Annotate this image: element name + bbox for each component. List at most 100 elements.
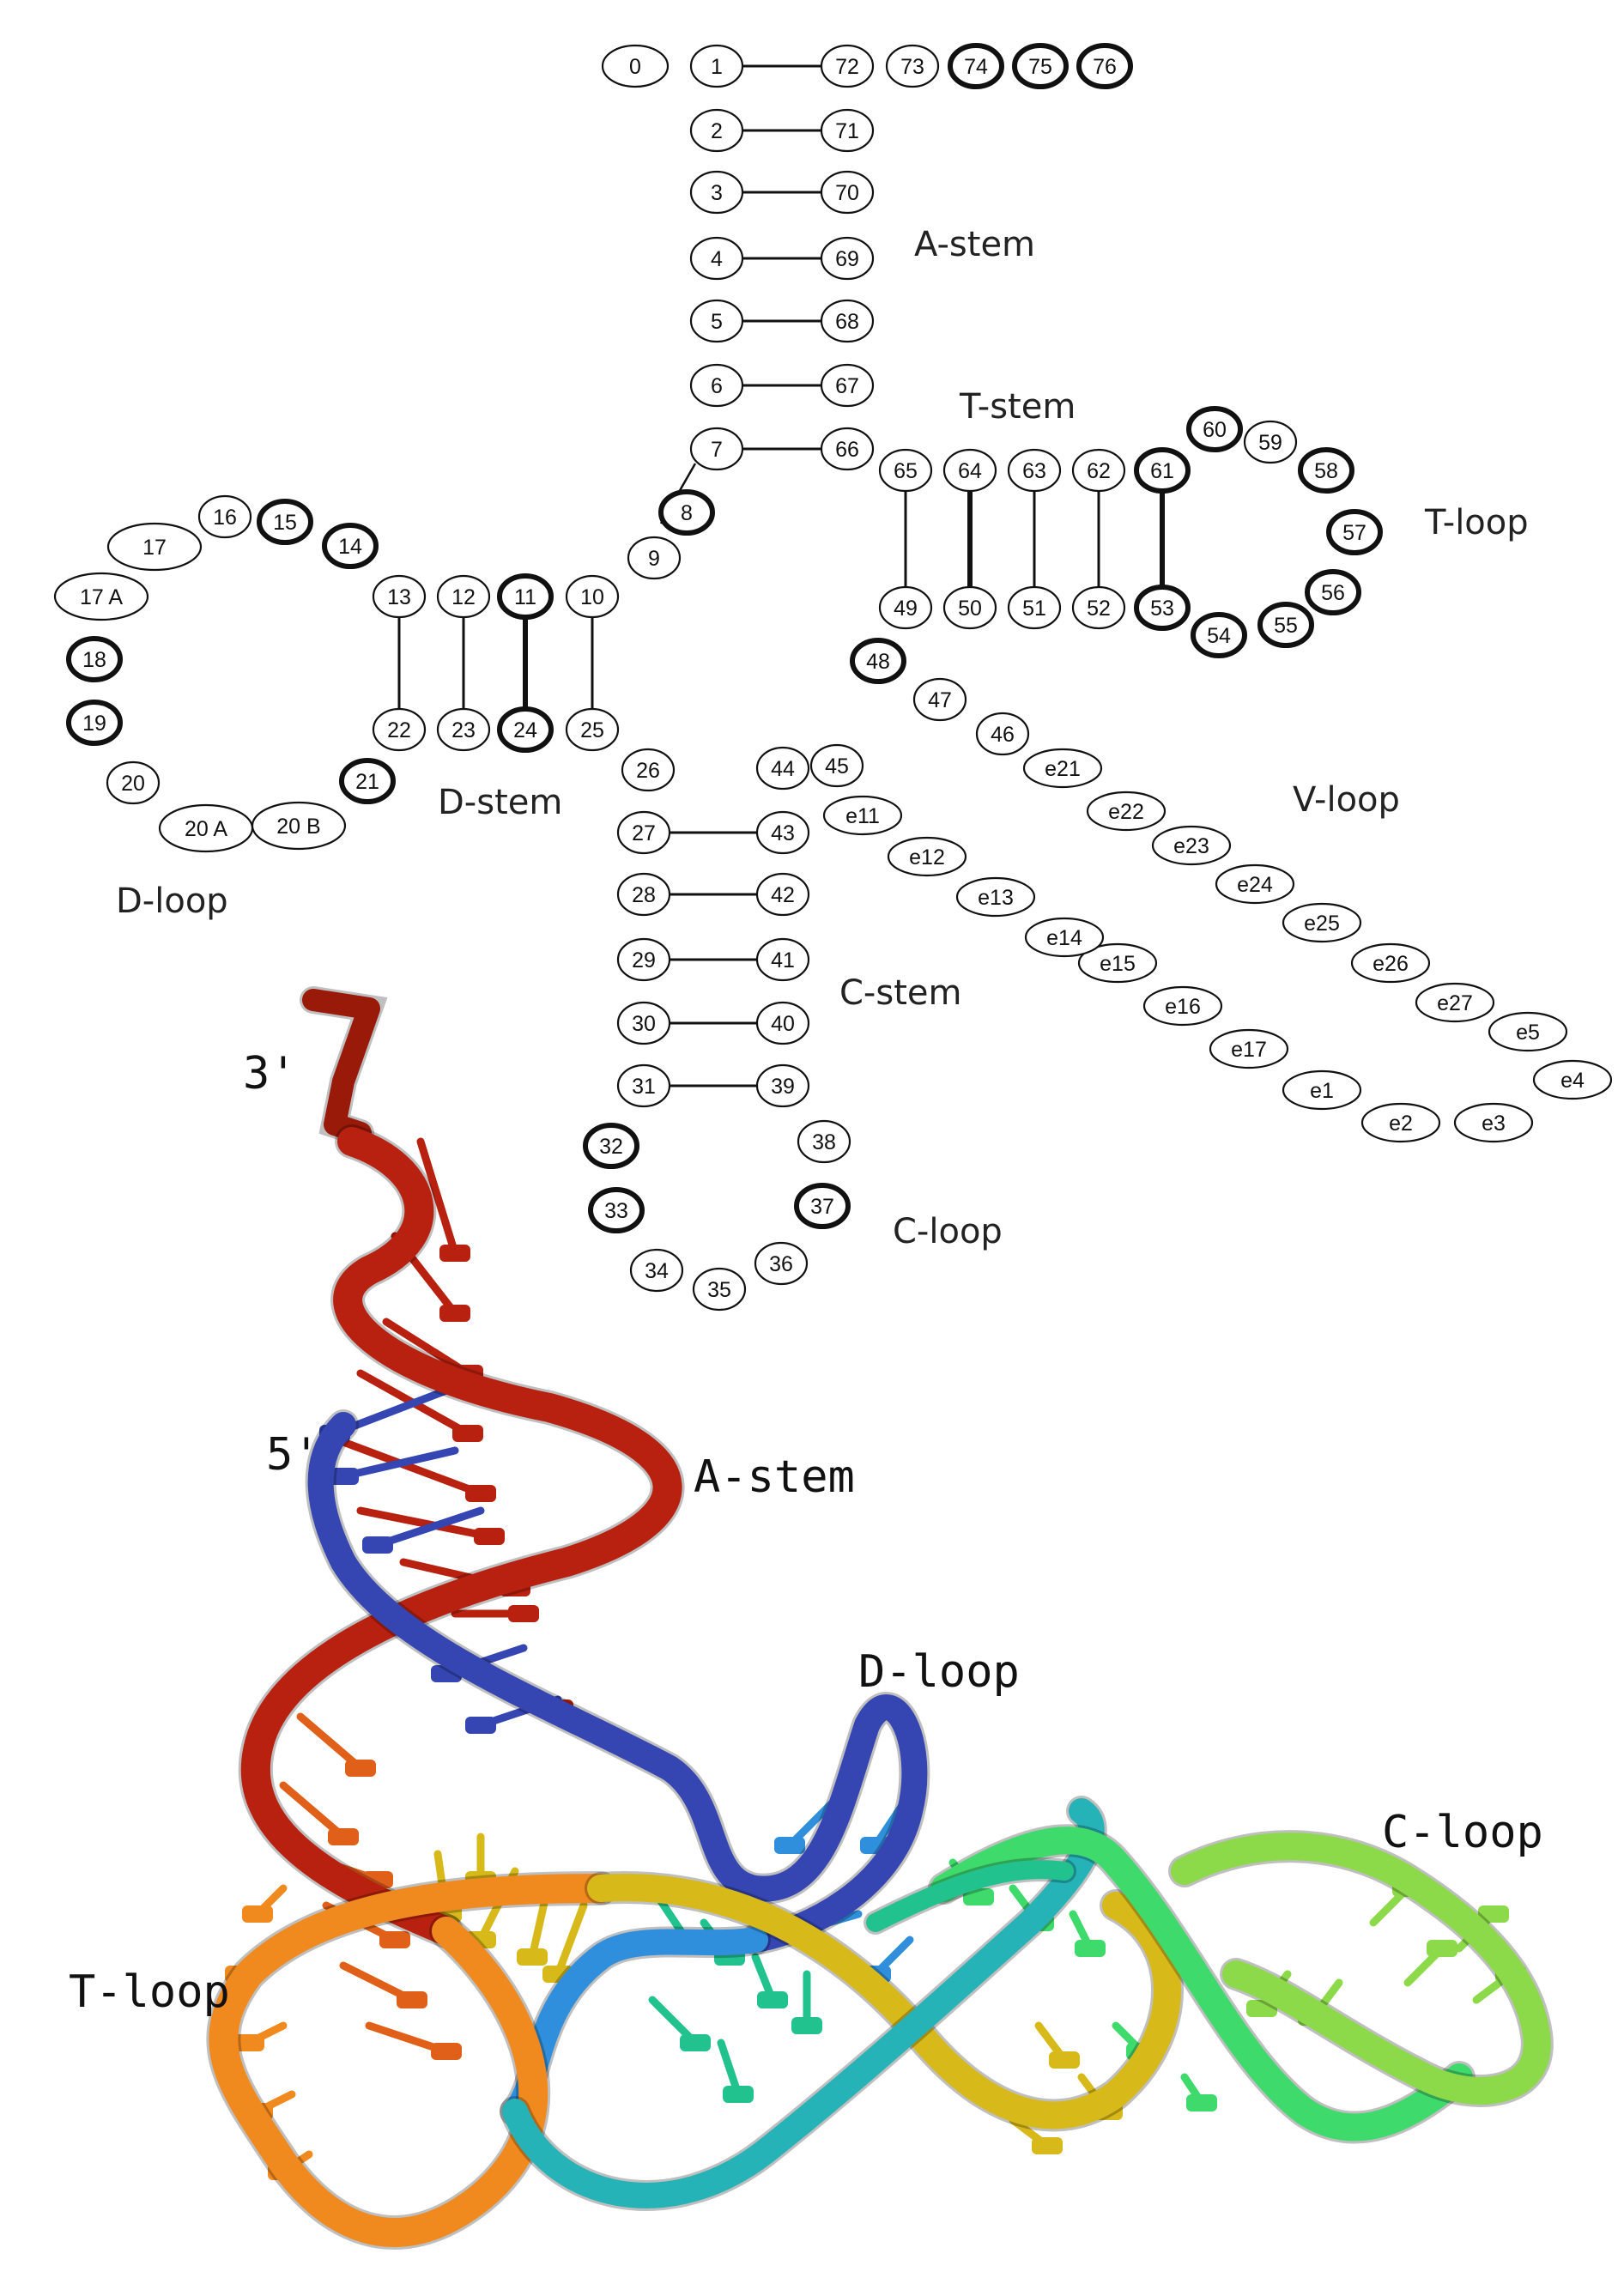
nucleotide-label: 47 (928, 688, 952, 712)
nucleotide-circle (601, 44, 670, 88)
nucleotide-45: 45 (809, 743, 864, 788)
nucleotide-circle (794, 1183, 851, 1229)
nucleotide-label: 69 (835, 247, 859, 271)
nucleotide-circle (1086, 791, 1166, 832)
nucleotide-circle (1215, 863, 1295, 905)
nucleotide-circle (820, 44, 875, 88)
nucleotide-73: 73 (885, 44, 940, 88)
nucleotide-circle (1077, 942, 1158, 984)
nucleotide-circle (1488, 1011, 1568, 1052)
nucleotide-circle (822, 795, 903, 836)
label-t-loop: T-loop (1424, 503, 1529, 542)
base-ring (1246, 2000, 1277, 2017)
nucleotide-23: 23 (436, 707, 491, 752)
nucleotide-label: 70 (835, 181, 859, 205)
nucleotide-label: 40 (771, 1012, 795, 1036)
nucleotide-label: 30 (632, 1012, 656, 1036)
nucleotide-circle (689, 170, 744, 215)
base-ring (439, 1245, 470, 1262)
nucleotide-label: 37 (810, 1195, 834, 1219)
nucleotide-circle (878, 585, 933, 630)
nucleotide-e25: e25 (1282, 902, 1362, 943)
nucleotide-label: e16 (1165, 995, 1201, 1019)
nucleotide-label: 27 (632, 821, 656, 845)
nucleotide-circle (820, 108, 875, 153)
nucleotide-label: e25 (1304, 912, 1340, 936)
nucleotide-label: 25 (580, 718, 604, 742)
nucleotide-circle (106, 522, 203, 572)
nucleotide-circle (106, 760, 161, 805)
nucleotide-circle (322, 523, 379, 569)
base-ring (791, 2017, 822, 2034)
label-d-stem: D-stem (438, 783, 562, 822)
base-stick (554, 1901, 588, 1978)
nucleotide-label: e21 (1045, 757, 1081, 781)
nucleotide-label: 14 (338, 535, 362, 559)
nucleotide-circle (1007, 585, 1062, 630)
nucleotide-label: 48 (866, 650, 890, 674)
nucleotide-circle (1071, 585, 1126, 630)
nucleotide-32: 32 (583, 1123, 639, 1169)
nucleotide-3: 3 (689, 170, 744, 215)
nucleotide-circle (1151, 825, 1232, 866)
nucleotide-label: 39 (771, 1075, 795, 1099)
nucleotide-e1: e1 (1282, 1069, 1362, 1111)
nucleotide-circle (436, 574, 491, 619)
nucleotide-38: 38 (797, 1119, 851, 1164)
nucleotide-circle (339, 758, 396, 804)
nucleotide-circle (1186, 406, 1243, 452)
nucleotide-circle (629, 1248, 684, 1293)
nucleotide-label: 52 (1087, 597, 1111, 621)
nucleotide-circle (912, 677, 967, 722)
nucleotide-circle (565, 574, 620, 619)
nucleotide-circle (820, 427, 875, 471)
nucleotide-label: e15 (1100, 952, 1136, 976)
nucleotide-circle (1191, 612, 1247, 658)
nucleotide-label: 43 (771, 821, 795, 845)
nucleotide-label: 41 (771, 948, 795, 972)
nucleotide-10: 10 (565, 574, 620, 619)
nucleotide-label: 44 (771, 757, 795, 781)
base-ring (345, 1760, 376, 1777)
label-3-prime: 3' (243, 1048, 297, 1100)
base-ring (680, 2034, 711, 2051)
base-ring (233, 2034, 264, 2051)
nucleotide-label: e2 (1389, 1112, 1413, 1136)
nucleotide-8: 8 (658, 489, 715, 536)
base-ring (1049, 2051, 1080, 2069)
nucleotide-circle (797, 1119, 851, 1164)
label-c-stem: C-stem (839, 973, 961, 1013)
nucleotide-label: 68 (835, 310, 859, 334)
base-ring (379, 1931, 410, 1948)
nucleotide-label: 24 (513, 718, 537, 742)
nucleotide-21: 21 (339, 758, 396, 804)
nucleotide-25: 25 (565, 707, 620, 752)
nucleotide-0: 0 (601, 44, 670, 88)
nucleotide-label: 34 (645, 1259, 669, 1283)
nucleotide-circle (66, 700, 123, 746)
nucleotide-label: 8 (681, 501, 693, 525)
nucleotide-19: 19 (66, 700, 123, 746)
nucleotide-label: 29 (632, 948, 656, 972)
nucleotide-label: e22 (1108, 800, 1144, 824)
label-a-stem: A-stem (914, 225, 1035, 264)
ribbon-lime-cloop (1171, 1833, 1551, 2105)
nucleotide-label: e11 (845, 804, 880, 828)
nucleotide-circle (955, 876, 1036, 918)
nucleotide-circle (755, 872, 810, 917)
base-stick (339, 1446, 459, 1481)
nucleotide-e23: e23 (1151, 825, 1232, 866)
nucleotide-label: 72 (835, 55, 859, 79)
label-t-stem: T-stem (959, 387, 1076, 427)
label-5-prime: 5' (266, 1429, 320, 1481)
nucleotide-circle (66, 636, 123, 682)
base-ring (1075, 1940, 1106, 1957)
nucleotide-60: 60 (1186, 406, 1243, 452)
nucleotide-circle (689, 363, 744, 408)
nucleotide-label: 21 (355, 770, 379, 794)
nucleotide-label: 56 (1321, 581, 1345, 605)
nucleotide-circle (497, 573, 554, 620)
nucleotide-label: 60 (1203, 418, 1227, 442)
nucleotide-e27: e27 (1415, 982, 1495, 1023)
nucleotide-label: 58 (1314, 459, 1338, 483)
